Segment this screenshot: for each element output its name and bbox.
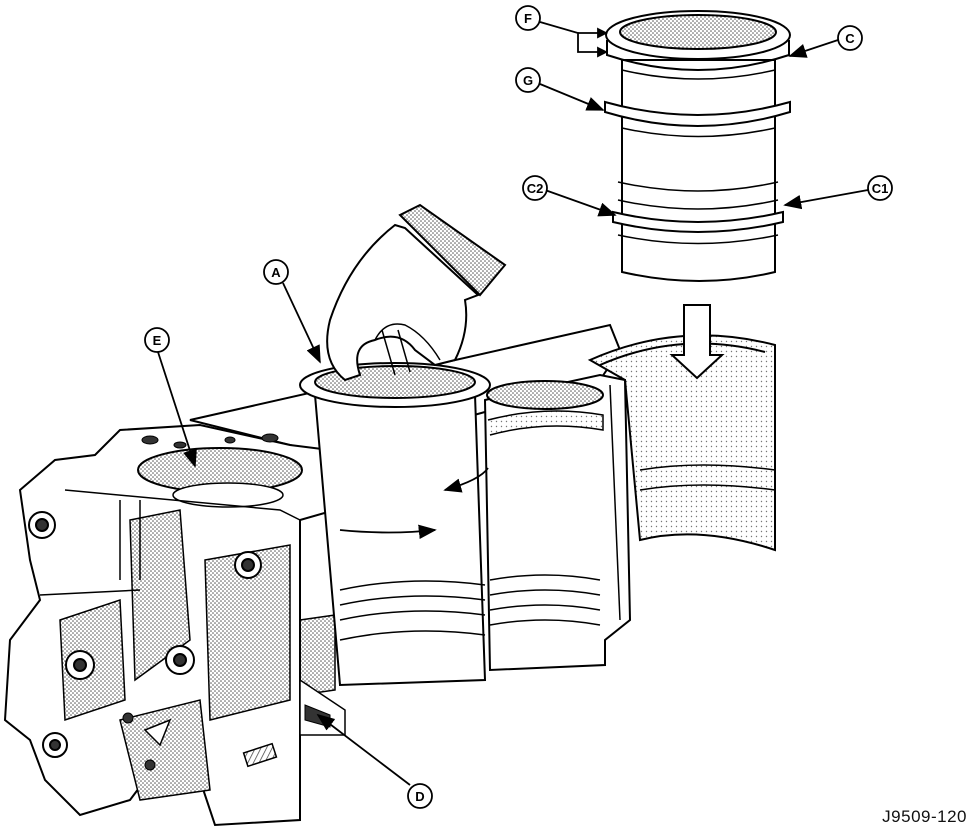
callout-G-label: G: [523, 73, 533, 88]
callout-D: D: [407, 783, 433, 809]
rotation-arrow-upper: [443, 467, 489, 493]
rear-cylinder-bore: [587, 334, 776, 552]
callout-labels: F C G C2 C1 A E D: [144, 5, 893, 809]
callout-C2-label: C2: [527, 181, 544, 196]
callout-A-label: A: [271, 265, 281, 280]
installed-liner-middle: [483, 373, 632, 672]
callout-G: G: [515, 67, 541, 93]
callout-D-label: D: [415, 789, 424, 804]
insert-direction-arrow: [669, 304, 725, 380]
liner-being-installed: [299, 362, 491, 687]
replacement-liner: [604, 10, 791, 282]
callout-C1: C1: [867, 175, 893, 201]
callout-F: F: [515, 5, 541, 31]
callout-C1-label: C1: [872, 181, 889, 196]
engine-block: [3, 323, 776, 827]
lower-seal-ring: [612, 210, 784, 233]
callouts: [157, 21, 869, 786]
callout-C: C: [837, 25, 863, 51]
callout-E: E: [144, 327, 170, 353]
block-stud: [242, 742, 278, 768]
callout-C2: C2: [522, 175, 548, 201]
callout-C-label: C: [845, 31, 855, 46]
callout-A: A: [263, 259, 289, 285]
upper-seal-ring: [604, 100, 791, 127]
rotation-arrow-lower: [339, 524, 437, 539]
callout-F-label: F: [524, 11, 532, 26]
figure-reference-code: J9509-120: [882, 807, 967, 826]
technician-hand: [326, 203, 507, 382]
callout-E-label: E: [153, 333, 162, 348]
